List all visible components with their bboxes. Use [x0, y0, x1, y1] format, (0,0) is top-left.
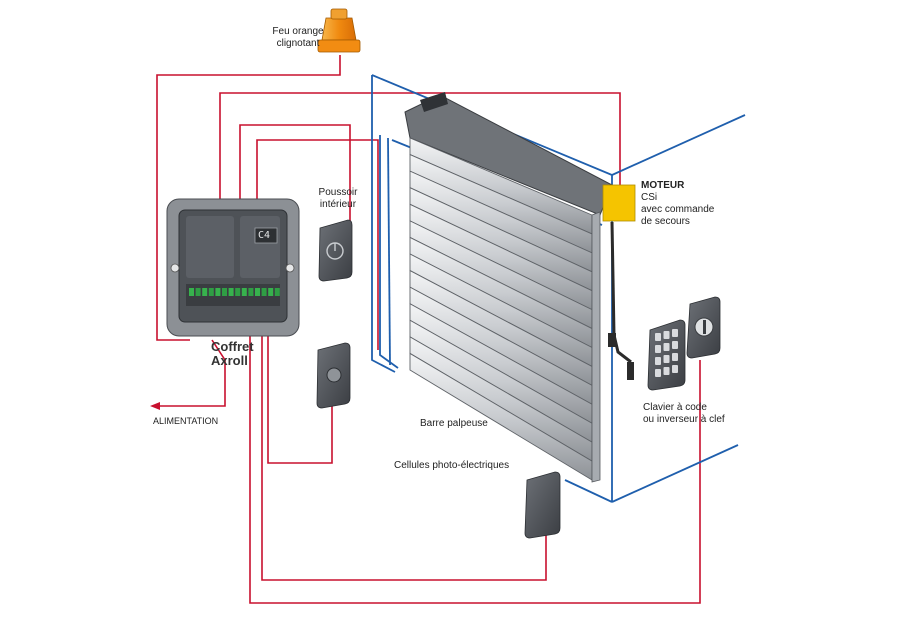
wire-keypad [249, 290, 701, 604]
key-switch-device [686, 296, 721, 359]
warning-light-label-line2: clignotant [276, 38, 320, 49]
outer-button-device [316, 342, 351, 409]
keypad-key [655, 333, 661, 341]
inner-button-label: Poussoir intérieur [313, 187, 363, 211]
wire-outer-button [267, 290, 333, 464]
motor-tag [602, 184, 636, 222]
terminal [228, 288, 234, 296]
terminal [208, 288, 214, 296]
power-supply-label: ALIMENTATION [153, 416, 219, 426]
terminal [241, 288, 247, 296]
wire-warning-light [156, 55, 341, 341]
control-box-label-line2: Axroll [211, 353, 248, 368]
keypad-device [647, 319, 686, 391]
control-box [166, 198, 300, 337]
terminal [255, 288, 260, 296]
keypad-key [655, 345, 661, 353]
shutter-slats [409, 137, 593, 481]
keypad-key [672, 365, 678, 373]
keypad-key [672, 341, 678, 349]
wire-cell-bottom [261, 290, 547, 581]
terminal [235, 288, 241, 296]
photocell-device [524, 471, 561, 539]
keypad-key [663, 355, 670, 363]
warning-light-label: Feu orange clignotant [268, 26, 328, 50]
terminal [274, 288, 280, 296]
motor-label-line4: de secours [641, 216, 690, 227]
manual-override-crank [608, 221, 634, 380]
inner-button-label-line2: intérieur [319, 199, 357, 210]
keypad-key [672, 329, 678, 337]
terminal [215, 288, 221, 296]
terminal [222, 288, 227, 296]
key-icon [703, 320, 706, 334]
keypad-key [672, 353, 678, 361]
wire-motor [219, 92, 621, 220]
control-box-label-line1: Coffret [211, 339, 254, 354]
keypad-key [663, 343, 670, 351]
inner-button-label-line1: Poussoir [318, 187, 358, 198]
keypad-label-line2: ou inverseur à clef [643, 414, 725, 425]
motor-label-title: MOTEUR [641, 180, 685, 191]
control-box-display: C4 [258, 230, 271, 241]
motor-label: MOTEUR CSi avec commande de secours [641, 180, 714, 228]
terminal [189, 288, 194, 296]
safety-edge-label: Barre palpeuse [420, 418, 488, 429]
keypad-key [663, 367, 670, 375]
keypad-label: Clavier à code ou inverseur à clef [643, 402, 725, 426]
wire-inner-button [239, 124, 351, 235]
motor-label-line3: avec commande [641, 204, 715, 215]
terminal [248, 288, 254, 296]
terminal [268, 288, 274, 296]
terminal [261, 288, 267, 296]
motor-label-line2: CSi [641, 192, 658, 203]
keypad-key [655, 369, 661, 377]
control-box-label: Coffret Axroll [211, 340, 254, 368]
warning-light-icon [317, 8, 361, 53]
warning-light-label-line1: Feu orange [272, 26, 324, 37]
terminal [202, 288, 208, 296]
wire-power [157, 339, 226, 407]
keypad-label-line1: Clavier à code [643, 402, 707, 413]
inner-push-button-device [318, 219, 353, 282]
keypad-key [663, 331, 670, 339]
side-rail [591, 211, 601, 483]
terminal [195, 288, 201, 296]
power-arrow-icon [150, 402, 160, 410]
terminal-block [189, 288, 280, 296]
roller-shutter [404, 92, 613, 483]
keypad-key [655, 357, 661, 365]
photo-cells-label: Cellules photo-électriques [394, 460, 510, 471]
keypad-keys [655, 329, 678, 377]
